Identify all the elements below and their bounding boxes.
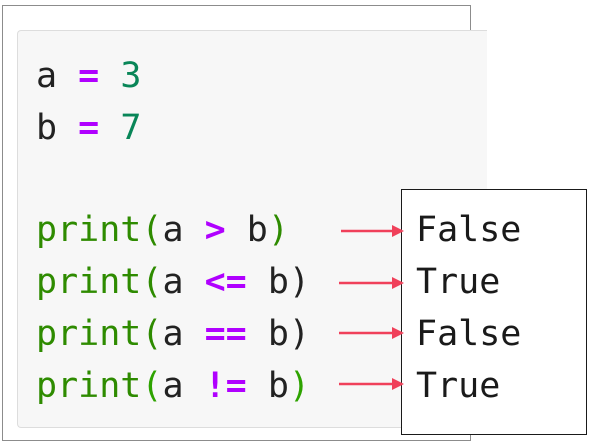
- code-line-print-gt: print(a > b): [36, 209, 289, 251]
- open-paren: (: [141, 314, 163, 354]
- var-a: a: [36, 56, 58, 96]
- arrow-right-icon: [339, 277, 404, 289]
- output-value: False: [416, 314, 522, 354]
- number-literal: 3: [120, 56, 142, 96]
- code-line-assign-b: b = 7: [36, 107, 141, 149]
- left-operand: a: [162, 262, 184, 302]
- right-operand: b: [267, 262, 289, 302]
- comparison-operator: !=: [204, 366, 247, 406]
- comparison-operator: ==: [204, 314, 247, 354]
- comparison-operator: <=: [204, 262, 247, 302]
- output-value: True: [416, 262, 501, 302]
- arrow-right-icon: [339, 327, 404, 339]
- print-function: print: [36, 366, 142, 406]
- print-function: print: [36, 262, 142, 302]
- print-function: print: [36, 210, 142, 250]
- left-operand: a: [162, 366, 184, 406]
- right-operand: b: [246, 210, 268, 250]
- open-paren: (: [141, 366, 163, 406]
- output-value: True: [416, 366, 501, 406]
- close-paren: ): [288, 366, 310, 406]
- code-line-print-le: print(a <= b): [36, 261, 310, 303]
- output-box: [401, 189, 587, 435]
- left-operand: a: [162, 210, 184, 250]
- close-paren: ): [288, 314, 310, 354]
- close-paren: ): [288, 262, 310, 302]
- var-b: b: [36, 108, 58, 148]
- code-line-print-eq: print(a == b): [36, 313, 310, 355]
- close-paren: ): [267, 210, 289, 250]
- number-literal: 7: [120, 108, 142, 148]
- right-operand: b: [267, 366, 289, 406]
- open-paren: (: [141, 262, 163, 302]
- output-value: False: [416, 210, 522, 250]
- assign-operator: =: [78, 108, 100, 148]
- arrow-right-icon: [341, 225, 404, 237]
- arrow-right-icon: [339, 378, 404, 390]
- open-paren: (: [141, 210, 163, 250]
- comparison-operator: >: [204, 210, 226, 250]
- right-operand: b: [267, 314, 289, 354]
- left-operand: a: [162, 314, 184, 354]
- assign-operator: =: [78, 56, 100, 96]
- print-function: print: [36, 314, 142, 354]
- code-line-print-ne: print(a != b): [36, 365, 310, 407]
- code-line-assign-a: a = 3: [36, 55, 141, 97]
